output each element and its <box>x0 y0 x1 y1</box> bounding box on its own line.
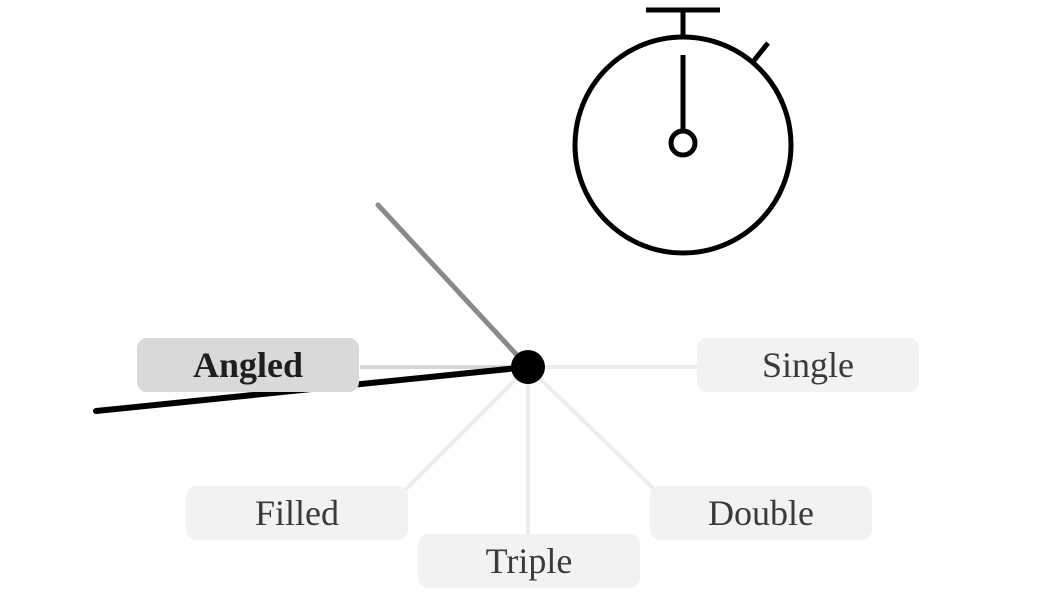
menu-option-triple-label: Triple <box>485 541 573 581</box>
menu-hub[interactable] <box>511 350 545 384</box>
menu-option-double-label: Double <box>708 493 814 533</box>
menu-option-filled-label: Filled <box>254 493 339 533</box>
menu-option-single-label: Single <box>761 345 854 385</box>
menu-option-angled-label: Angled <box>192 345 304 385</box>
spoke-double <box>526 365 657 492</box>
menu-option-double[interactable]: Double <box>650 486 872 540</box>
menu-spokes <box>360 365 697 534</box>
stopwatch-icon <box>572 7 794 256</box>
menu-option-single[interactable]: Single <box>697 338 919 392</box>
menu-option-triple[interactable]: Triple <box>418 534 640 588</box>
pointer-guide-line <box>375 202 531 370</box>
spoke-filled <box>403 365 530 492</box>
menu-option-filled[interactable]: Filled <box>186 486 408 540</box>
menu-option-angled[interactable]: Angled <box>137 338 359 392</box>
